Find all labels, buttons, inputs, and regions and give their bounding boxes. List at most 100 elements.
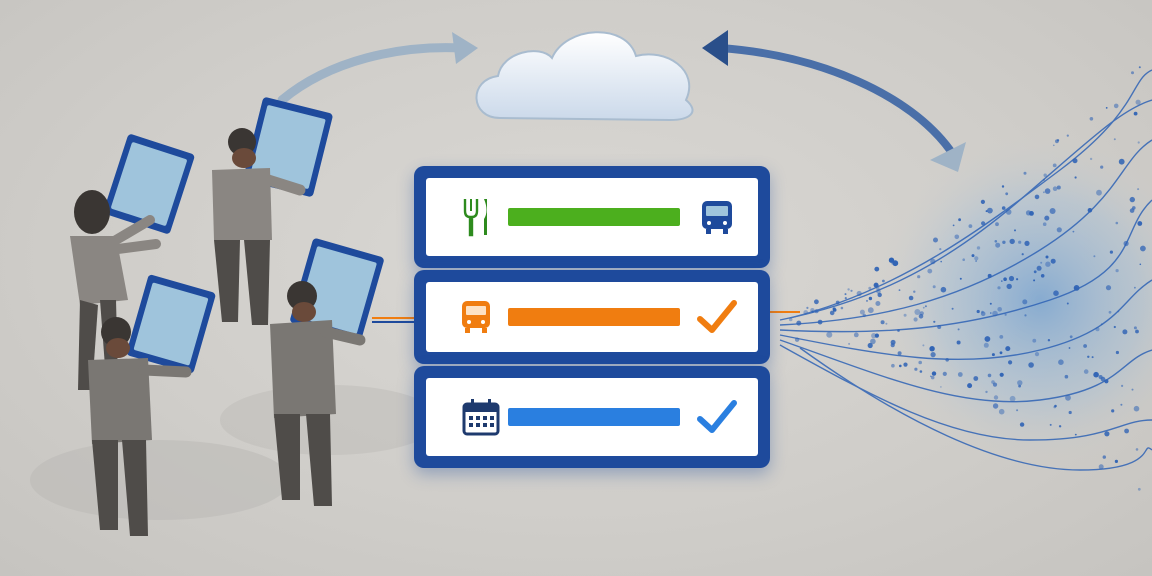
data-dot — [1072, 158, 1078, 164]
data-dot — [844, 297, 847, 300]
data-dot — [1115, 269, 1119, 273]
data-dot — [1065, 394, 1071, 401]
data-dot — [952, 224, 955, 227]
data-dot — [1047, 339, 1051, 342]
data-dot — [1104, 431, 1110, 437]
data-dot — [1052, 163, 1057, 168]
data-dot — [1003, 277, 1007, 282]
data-dot — [874, 266, 880, 272]
progress-bar — [508, 408, 680, 426]
data-dot — [989, 302, 992, 305]
data-dot — [997, 286, 1001, 290]
data-dot — [945, 358, 949, 362]
data-dot — [1114, 459, 1118, 463]
right-arrow — [702, 30, 966, 172]
data-glow — [870, 130, 1152, 470]
data-dot — [1056, 185, 1061, 190]
data-dot — [999, 351, 1003, 355]
data-dot — [1100, 165, 1104, 169]
data-dot — [840, 306, 844, 310]
data-dot — [1137, 487, 1141, 491]
data-dot — [850, 289, 853, 292]
data-dot — [1115, 221, 1119, 225]
data-dot — [913, 317, 918, 322]
data-dot — [980, 199, 986, 204]
data-dot — [1049, 208, 1056, 214]
data-dot — [930, 352, 936, 358]
data-dot — [990, 312, 992, 314]
data-dot — [1133, 111, 1138, 116]
data-dot — [1123, 240, 1129, 247]
data-dot — [984, 336, 991, 342]
data-dot — [1055, 139, 1059, 144]
data-dot — [1042, 222, 1047, 226]
data-dot — [1032, 338, 1037, 343]
data-dot — [1068, 410, 1072, 415]
data-dot — [1113, 103, 1119, 109]
data-dot — [1001, 185, 1005, 188]
data-dot — [999, 372, 1004, 377]
data-dot — [868, 296, 873, 301]
bus-icon — [702, 201, 732, 234]
checkmark-icon — [697, 300, 737, 333]
data-dot — [1043, 173, 1047, 177]
data-dot — [1133, 326, 1137, 330]
data-dot — [1137, 188, 1140, 191]
data-dot — [1058, 425, 1062, 428]
data-dot — [1009, 238, 1015, 245]
data-dot — [899, 364, 902, 368]
data-dot — [1045, 255, 1049, 259]
data-dot — [1134, 286, 1136, 289]
data-dot — [1066, 134, 1069, 137]
data-dot — [983, 342, 989, 348]
data-dot — [871, 333, 877, 339]
data-dot — [991, 380, 995, 384]
data-dot — [1087, 355, 1090, 358]
data-dot — [1069, 335, 1073, 339]
data-dot — [1096, 189, 1102, 196]
data-dot — [927, 268, 933, 274]
data-dot — [814, 309, 819, 314]
data-dot — [924, 305, 927, 308]
data-dot — [1016, 278, 1019, 281]
data-dot — [939, 248, 942, 251]
data-dot — [998, 408, 1005, 415]
data-dot — [914, 309, 921, 315]
data-dot — [940, 386, 942, 388]
data-dot — [1064, 374, 1069, 379]
data-dot — [985, 210, 988, 213]
data-dot — [933, 237, 938, 243]
data-dot — [1034, 352, 1040, 357]
data-dot — [1137, 141, 1140, 144]
data-dot — [1135, 329, 1139, 334]
data-dot — [1098, 464, 1104, 470]
data-dot — [1066, 302, 1069, 305]
data-dot — [1036, 265, 1042, 271]
data-dot — [1117, 310, 1120, 313]
data-dot — [1113, 325, 1116, 329]
data-dot — [993, 395, 999, 400]
data-dot — [1105, 107, 1108, 109]
data-dot — [891, 262, 894, 265]
task-row-1 — [414, 166, 770, 268]
data-dot — [992, 310, 998, 317]
data-dot — [918, 314, 924, 319]
data-dot — [1033, 270, 1037, 274]
data-dot — [1068, 347, 1071, 349]
task-row-3 — [414, 366, 770, 468]
data-dot — [1109, 250, 1113, 254]
data-dot — [1139, 263, 1142, 266]
data-dot — [931, 371, 937, 376]
data-dot — [817, 319, 823, 325]
data-dot — [1001, 280, 1003, 282]
data-dot — [1131, 71, 1134, 75]
data-dot — [1087, 208, 1093, 213]
data-dot — [862, 313, 866, 318]
data-dot — [877, 292, 882, 298]
data-dot — [930, 375, 935, 380]
data-dot — [1058, 359, 1064, 366]
data-dot — [1028, 362, 1034, 368]
progress-bar — [508, 308, 680, 326]
data-dot — [1029, 211, 1034, 216]
